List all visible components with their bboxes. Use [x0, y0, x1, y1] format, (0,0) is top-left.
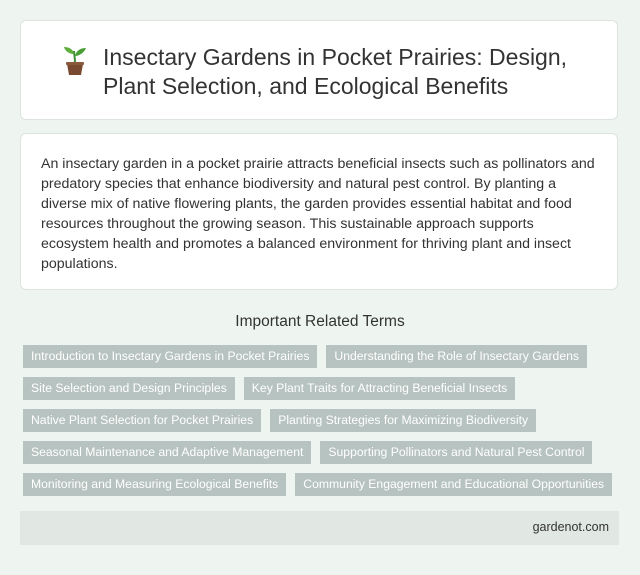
title-row: Insectary Gardens in Pocket Prairies: De…: [61, 43, 603, 101]
related-terms-list: Introduction to Insectary Gardens in Poc…: [23, 345, 623, 496]
summary-text: An insectary garden in a pocket prairie …: [41, 156, 595, 272]
footer-site-link[interactable]: gardenot.com: [532, 520, 609, 534]
related-terms-heading: Important Related Terms: [235, 313, 405, 330]
summary-card: An insectary garden in a pocket prairie …: [20, 133, 618, 290]
related-term-link[interactable]: Seasonal Maintenance and Adaptive Manage…: [23, 441, 312, 464]
page-title: Insectary Gardens in Pocket Prairies: De…: [103, 44, 568, 99]
related-term-link[interactable]: Key Plant Traits for Attracting Benefici…: [243, 377, 516, 400]
related-term-link[interactable]: Understanding the Role of Insectary Gard…: [326, 345, 587, 368]
related-term-link[interactable]: Community Engagement and Educational Opp…: [295, 473, 613, 496]
related-term-link[interactable]: Planting Strategies for Maximizing Biodi…: [270, 409, 537, 432]
sprout-icon: [64, 47, 86, 75]
footer-bar: gardenot.com: [20, 511, 619, 545]
title-card: Insectary Gardens in Pocket Prairies: De…: [20, 20, 618, 120]
related-term-link[interactable]: Monitoring and Measuring Ecological Bene…: [23, 473, 287, 496]
related-term-link[interactable]: Site Selection and Design Principles: [23, 377, 235, 400]
related-term-link[interactable]: Native Plant Selection for Pocket Prairi…: [23, 409, 262, 432]
related-term-link[interactable]: Supporting Pollinators and Natural Pest …: [320, 441, 593, 464]
related-term-link[interactable]: Introduction to Insectary Gardens in Poc…: [23, 345, 318, 368]
